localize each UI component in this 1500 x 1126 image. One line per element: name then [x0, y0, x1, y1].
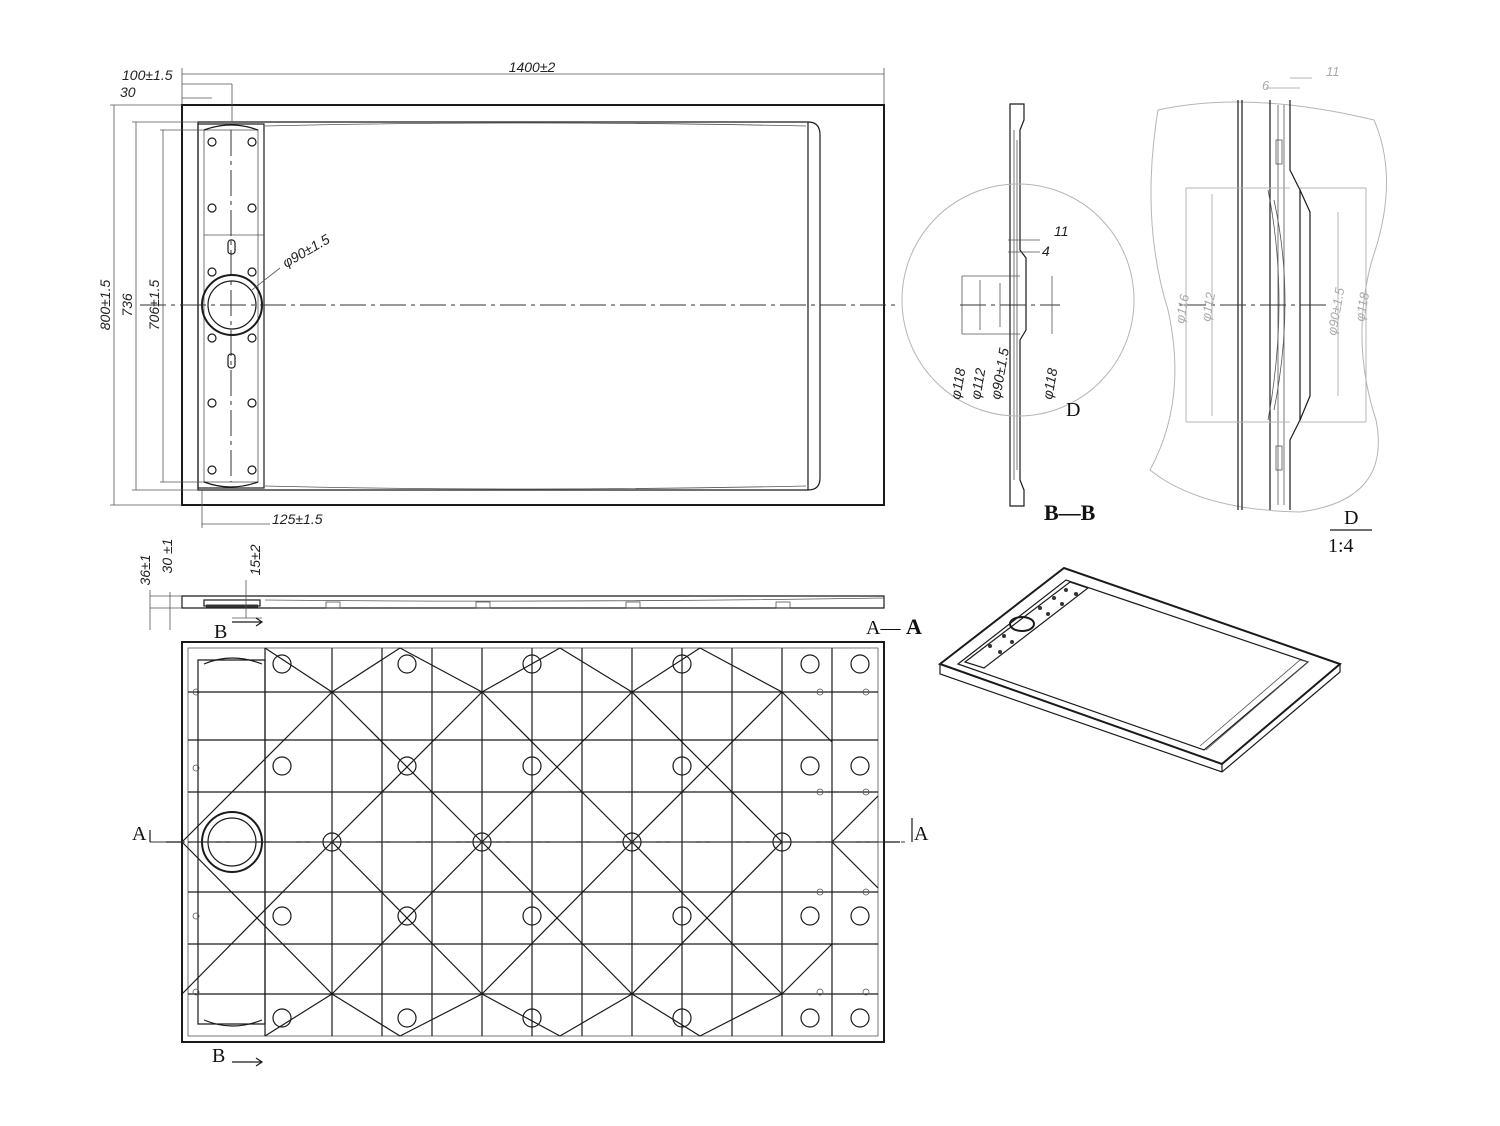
bb-dim-4: 4 — [1042, 243, 1050, 259]
d-d118: φ118 — [1352, 290, 1372, 322]
section-bb-profile — [1009, 103, 1027, 507]
section-bb-title: B—B — [1044, 500, 1096, 525]
support-bosses — [272, 654, 870, 1028]
cut-b-top-label: B — [214, 621, 227, 643]
bb-d118-left: φ118 — [947, 367, 968, 401]
dim-drain-offset: 125±1.5 — [272, 511, 323, 527]
d-d90: φ90±1.5 — [1324, 286, 1347, 337]
top-basin — [197, 121, 821, 491]
top-view: 1400±2 100±1.5 30 800±1.5 736 706±1.5 φ9… — [97, 59, 900, 528]
dim-inner-width-a: 736 — [119, 293, 135, 317]
bb-d90: φ90±1.5 — [987, 346, 1012, 400]
iso-top-face — [937, 566, 1342, 766]
bb-d112: φ112 — [967, 367, 988, 401]
dim-slope-depth: 15±2 — [247, 544, 263, 575]
dim-inner-width-b: 706±1.5 — [146, 280, 162, 331]
section-aa-label: A— — [866, 617, 901, 639]
dim-height-rim: 30 ±1 — [159, 539, 175, 574]
d-d112: φ112 — [1198, 290, 1218, 322]
dim-drain-diameter: φ90±1.5 — [280, 231, 333, 271]
dim-overall-width: 800±1.5 — [97, 280, 113, 331]
isometric-view — [937, 566, 1342, 773]
section-a-left: A — [132, 823, 147, 845]
section-a-right: A — [914, 823, 929, 845]
dim-edge-offset: 30 — [120, 84, 136, 100]
bb-detail-label: D — [1066, 399, 1080, 421]
d-dim-6: 6 — [1262, 78, 1270, 93]
dim-overall-length: 1400±2 — [509, 59, 556, 75]
detail-d: 6 11 φ116 φ112 φ90±1.5 φ118 D 1:4 — [1149, 64, 1387, 557]
section-bb: 11 4 φ118 φ112 φ90±1.5 φ118 D B—B — [901, 103, 1135, 525]
bb-dim-11: 11 — [1054, 223, 1069, 239]
detail-d-circle — [901, 183, 1135, 417]
dim-height-total: 36±1 — [137, 554, 153, 585]
cut-b-bottom-label: B — [212, 1045, 225, 1067]
section-aa-label-bold: A — [906, 614, 922, 639]
d-dim-11: 11 — [1326, 64, 1340, 79]
dim-rim-offset: 100±1.5 — [122, 67, 173, 83]
side-view: 36±1 30 ±1 15±2 B A— A — [137, 539, 922, 643]
bb-d118-right: φ118 — [1039, 367, 1060, 401]
detail-d-boundary — [1149, 101, 1387, 513]
detail-d-label: D — [1344, 507, 1358, 529]
d-d116: φ116 — [1172, 292, 1192, 324]
drain-channel — [197, 123, 265, 489]
side-outline — [181, 595, 885, 609]
bottom-view: A A B — [132, 617, 929, 1067]
detail-d-scale: 1:4 — [1328, 535, 1354, 557]
